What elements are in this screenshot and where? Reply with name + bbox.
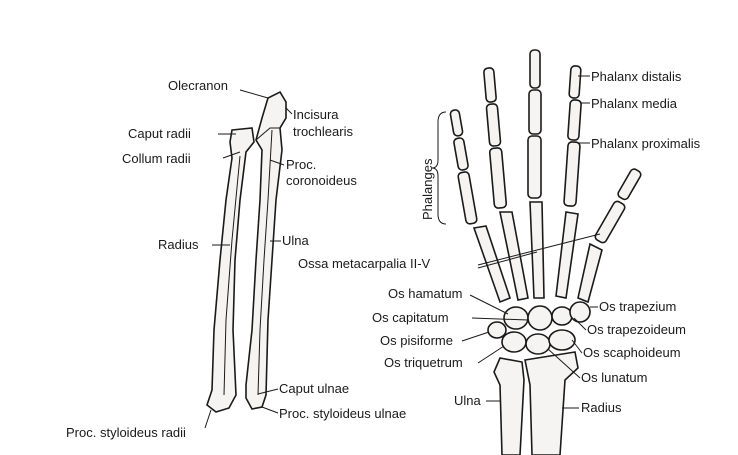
label-ulna-forearm: Ulna <box>282 233 310 248</box>
label-os-lunatum: Os lunatum <box>581 370 647 385</box>
label-caput-radii: Caput radii <box>128 126 191 141</box>
label-coronoideus: coronoideus <box>286 173 357 188</box>
label-caput-ulnae: Caput ulnae <box>279 381 349 396</box>
hand-ulna-bone <box>494 358 524 455</box>
label-olecranon: Olecranon <box>168 78 228 93</box>
metacarpal-2 <box>556 212 578 298</box>
label-phalanx-proximalis: Phalanx proximalis <box>591 136 701 151</box>
label-proc-styloideus-radii: Proc. styloideus radii <box>66 425 186 440</box>
carpal-capitatum <box>528 306 552 330</box>
label-collum-radii: Collum radii <box>122 151 191 166</box>
carpal-trapezoideum <box>552 307 572 325</box>
label-phalanx-distalis: Phalanx distalis <box>591 69 682 84</box>
label-os-triquetrum: Os triquetrum <box>384 355 463 370</box>
carpal-trapezium <box>570 302 590 322</box>
carpal-scaphoideum <box>549 330 575 350</box>
label-phalanx-media: Phalanx media <box>591 96 678 111</box>
carpal-hamatum <box>504 307 528 329</box>
forearm-illustration <box>207 92 286 412</box>
hand-radius-bone <box>525 352 578 455</box>
carpal-triquetrum <box>502 332 526 352</box>
label-os-scaphoideum: Os scaphoideum <box>583 345 681 360</box>
label-proc-styloideus-ulnae: Proc. styloideus ulnae <box>279 406 406 421</box>
label-radius: Radius <box>158 237 199 252</box>
label-ulna-hand: Ulna <box>454 393 482 408</box>
label-os-hamatum: Os hamatum <box>388 286 462 301</box>
label-os-trapezium: Os trapezium <box>599 299 676 314</box>
label-proc: Proc. <box>286 157 316 172</box>
label-trochlearis: trochlearis <box>293 124 353 139</box>
label-phalanges: Phalanges <box>420 158 435 220</box>
carpal-lunatum <box>526 334 550 354</box>
label-os-pisiforme: Os pisiforme <box>380 333 453 348</box>
label-radius-hand: Radius <box>581 400 622 415</box>
metacarpal-1 <box>578 244 602 302</box>
label-incisura: Incisura <box>293 107 339 122</box>
label-ossa-metacarpalia: Ossa metacarpalia II-V <box>298 256 431 271</box>
label-os-capitatum: Os capitatum <box>372 310 449 325</box>
carpal-pisiforme <box>488 322 506 338</box>
label-os-trapezoideum: Os trapezoideum <box>587 322 686 337</box>
